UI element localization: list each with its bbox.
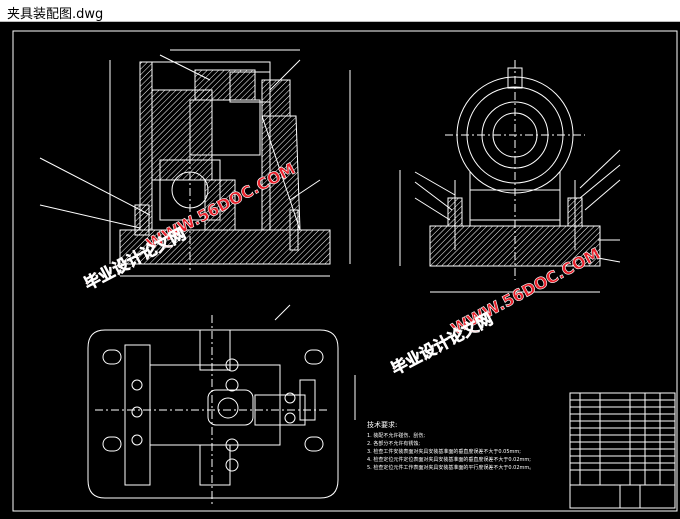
notes-line-4: 4. 检查定位元件定位表面对夹具安装基准面的垂直度误差不大于0.02mm; [367,456,531,463]
window-title-bar: 夹具装配图.dwg [0,0,680,22]
notes-line-3: 3. 检查工件安装表面对夹具安装基准面的垂直度误差不大于0.05mm; [367,448,521,455]
front-view [39,49,351,277]
drawing-canvas[interactable]: 技术要求: 1. 装配不允许碰伤、刮伤; 2. 各部分不允许有锈蚀; 3. 检查… [0,22,680,515]
notes-line-1: 1. 装配不允许碰伤、刮伤; [367,432,425,439]
drawing-border [12,30,678,512]
cad-drawing: 技术要求: 1. 装配不允许碰伤、刮伤; 2. 各部分不允许有锈蚀; 3. 检查… [12,30,678,512]
notes-heading: 技术要求: [367,420,397,429]
window-title: 夹具装配图.dwg [7,7,104,22]
notes-line-5: 5. 检查定位元件工作表面对夹具安装基准面的平行度误差不大于0.02mm。 [367,464,534,471]
technical-notes: 技术要求: 1. 装配不允许碰伤、刮伤; 2. 各部分不允许有锈蚀; 3. 检查… [367,420,534,471]
notes-line-2: 2. 各部分不允许有锈蚀; [367,440,420,447]
watermark-brand-2: 毕业设计论文网 [388,309,496,378]
title-block [569,392,676,509]
side-view [399,60,621,293]
top-view [87,304,356,505]
